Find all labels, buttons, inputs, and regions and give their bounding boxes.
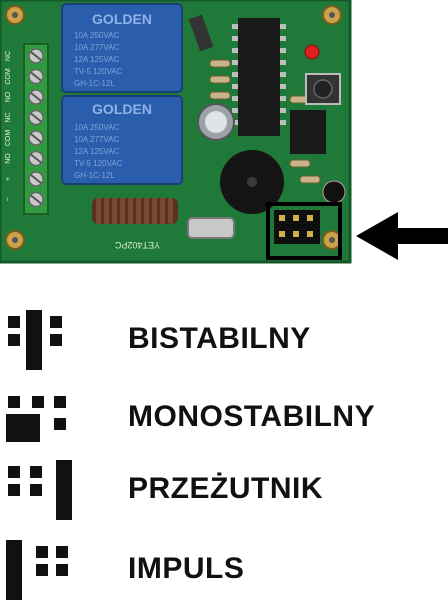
resistor [209, 75, 231, 84]
jumper-bistable-icon [8, 310, 62, 370]
decoder-chip [232, 18, 286, 136]
mode-row: PRZEŻUTNIK [0, 460, 448, 520]
terminal-label: NO [5, 153, 12, 164]
terminal-label: − [5, 197, 12, 201]
relay-spec-line: TV-5 120VAC [74, 67, 123, 76]
receiver-board-photo: NC COM NO NC COM NO + − GOLDEN 10A 250VAC 10A 27… [0, 0, 448, 264]
relay-spec-line: 10A 277VAC [74, 135, 119, 144]
jumper-monostable-icon [6, 396, 66, 442]
relay-spec-line: 10A 277VAC [74, 43, 119, 52]
jumper-header [274, 210, 320, 244]
relay-spec-line: GH-1C-12L [74, 171, 115, 180]
terminal-labels: NC COM NO NC COM NO + − [5, 51, 12, 202]
relay-bottom: GOLDEN 10A 250VAC 10A 277VAC 12A 125VAC TV-… [61, 95, 183, 185]
mode-row: IMPULS [0, 540, 448, 600]
terminal-label: COM [5, 68, 12, 85]
capacitor-small [322, 180, 346, 204]
jumper-impulse-icon [6, 540, 68, 600]
relay-spec-line: 10A 250VAC [74, 31, 119, 40]
push-button [305, 73, 341, 105]
relay-top-brand: GOLDEN [92, 11, 152, 27]
pcb-label: YET402PC [114, 240, 160, 250]
mode-label: BISTABILNY [128, 322, 311, 355]
diode [188, 14, 214, 52]
terminal-label: NC [5, 112, 12, 122]
relay-spec-line: 12A 125VAC [74, 55, 119, 64]
crystal [187, 217, 235, 239]
jumper-flipflop-icon [8, 460, 72, 520]
terminal-block [23, 43, 49, 215]
relay-spec-line: 10A 250VAC [74, 123, 119, 132]
buzzer [220, 150, 284, 214]
mode-label: IMPULS [128, 552, 245, 585]
resistor [289, 159, 311, 168]
resistor [209, 91, 231, 100]
led-icon [304, 44, 320, 60]
jumper-highlight-box [266, 202, 342, 260]
terminal-label: COM [5, 130, 12, 147]
mode-row: BISTABILNY [0, 310, 448, 370]
relay-spec-line: 12A 125VAC [74, 147, 119, 156]
antenna-coil [92, 198, 178, 224]
mode-label: MONOSTABILNY [128, 400, 376, 433]
capacitor [197, 103, 235, 141]
relay-spec-line: TV-5 120VAC [74, 159, 123, 168]
relay-top: GOLDEN 10A 250VAC 10A 277VAC 12A 125VAC TV-… [61, 3, 183, 93]
small-chip [290, 110, 326, 154]
resistor [209, 59, 231, 68]
mode-label: PRZEŻUTNIK [128, 472, 323, 505]
terminal-label: + [5, 177, 12, 181]
relay-spec-line: GH-1C-12L [74, 79, 115, 88]
resistor [299, 175, 321, 184]
mode-row: MONOSTABILNY [0, 388, 448, 448]
terminal-label: NO [5, 91, 12, 102]
terminal-label: NC [5, 51, 12, 61]
arrow-left-icon [356, 212, 448, 260]
relay-bottom-brand: GOLDEN [92, 101, 152, 117]
